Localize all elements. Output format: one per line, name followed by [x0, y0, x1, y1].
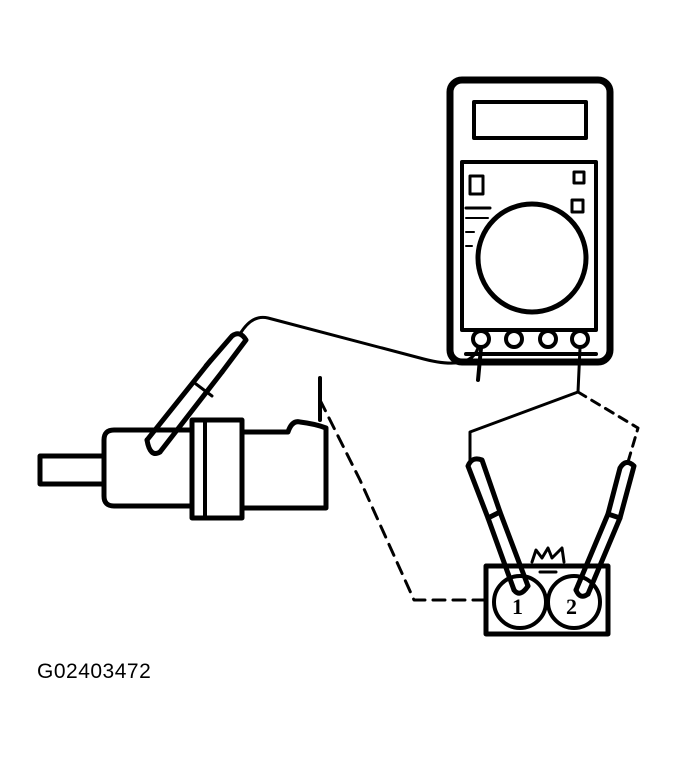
pin-2-label: 2 — [566, 594, 577, 619]
multimeter — [446, 76, 614, 366]
left-probe-handle — [203, 331, 249, 375]
test-lead-dashed-alt — [576, 390, 640, 464]
jack-4 — [570, 329, 590, 349]
sensor-housing — [239, 419, 329, 511]
selector-dial — [475, 201, 589, 315]
test-lead-right — [576, 346, 582, 394]
sensor-collar — [189, 417, 245, 521]
test-lead-left — [238, 315, 480, 365]
pin-1-label: 1 — [512, 594, 523, 619]
mode-button-icon — [570, 198, 585, 214]
sensor-body — [101, 427, 195, 509]
sensor-assembly — [37, 376, 329, 521]
connector-housing — [483, 563, 611, 637]
hold-button-icon — [572, 170, 586, 185]
multimeter-panel — [460, 160, 598, 332]
range-button-icon — [468, 174, 485, 196]
sensor-cable — [37, 453, 107, 487]
connector: 1 2 — [483, 546, 611, 637]
jack-3 — [538, 329, 558, 349]
sensor-to-pin1-dashed — [318, 398, 490, 602]
jack-2 — [504, 329, 524, 349]
left-probe — [144, 331, 249, 456]
multimeter-display — [472, 100, 588, 140]
connector-latch — [530, 546, 566, 564]
jack-1 — [471, 329, 491, 349]
connector-pin-2 — [546, 574, 602, 630]
figure-id: G02403472 — [37, 660, 152, 683]
pin1-probe — [465, 456, 531, 596]
multimeter-body — [446, 76, 614, 366]
